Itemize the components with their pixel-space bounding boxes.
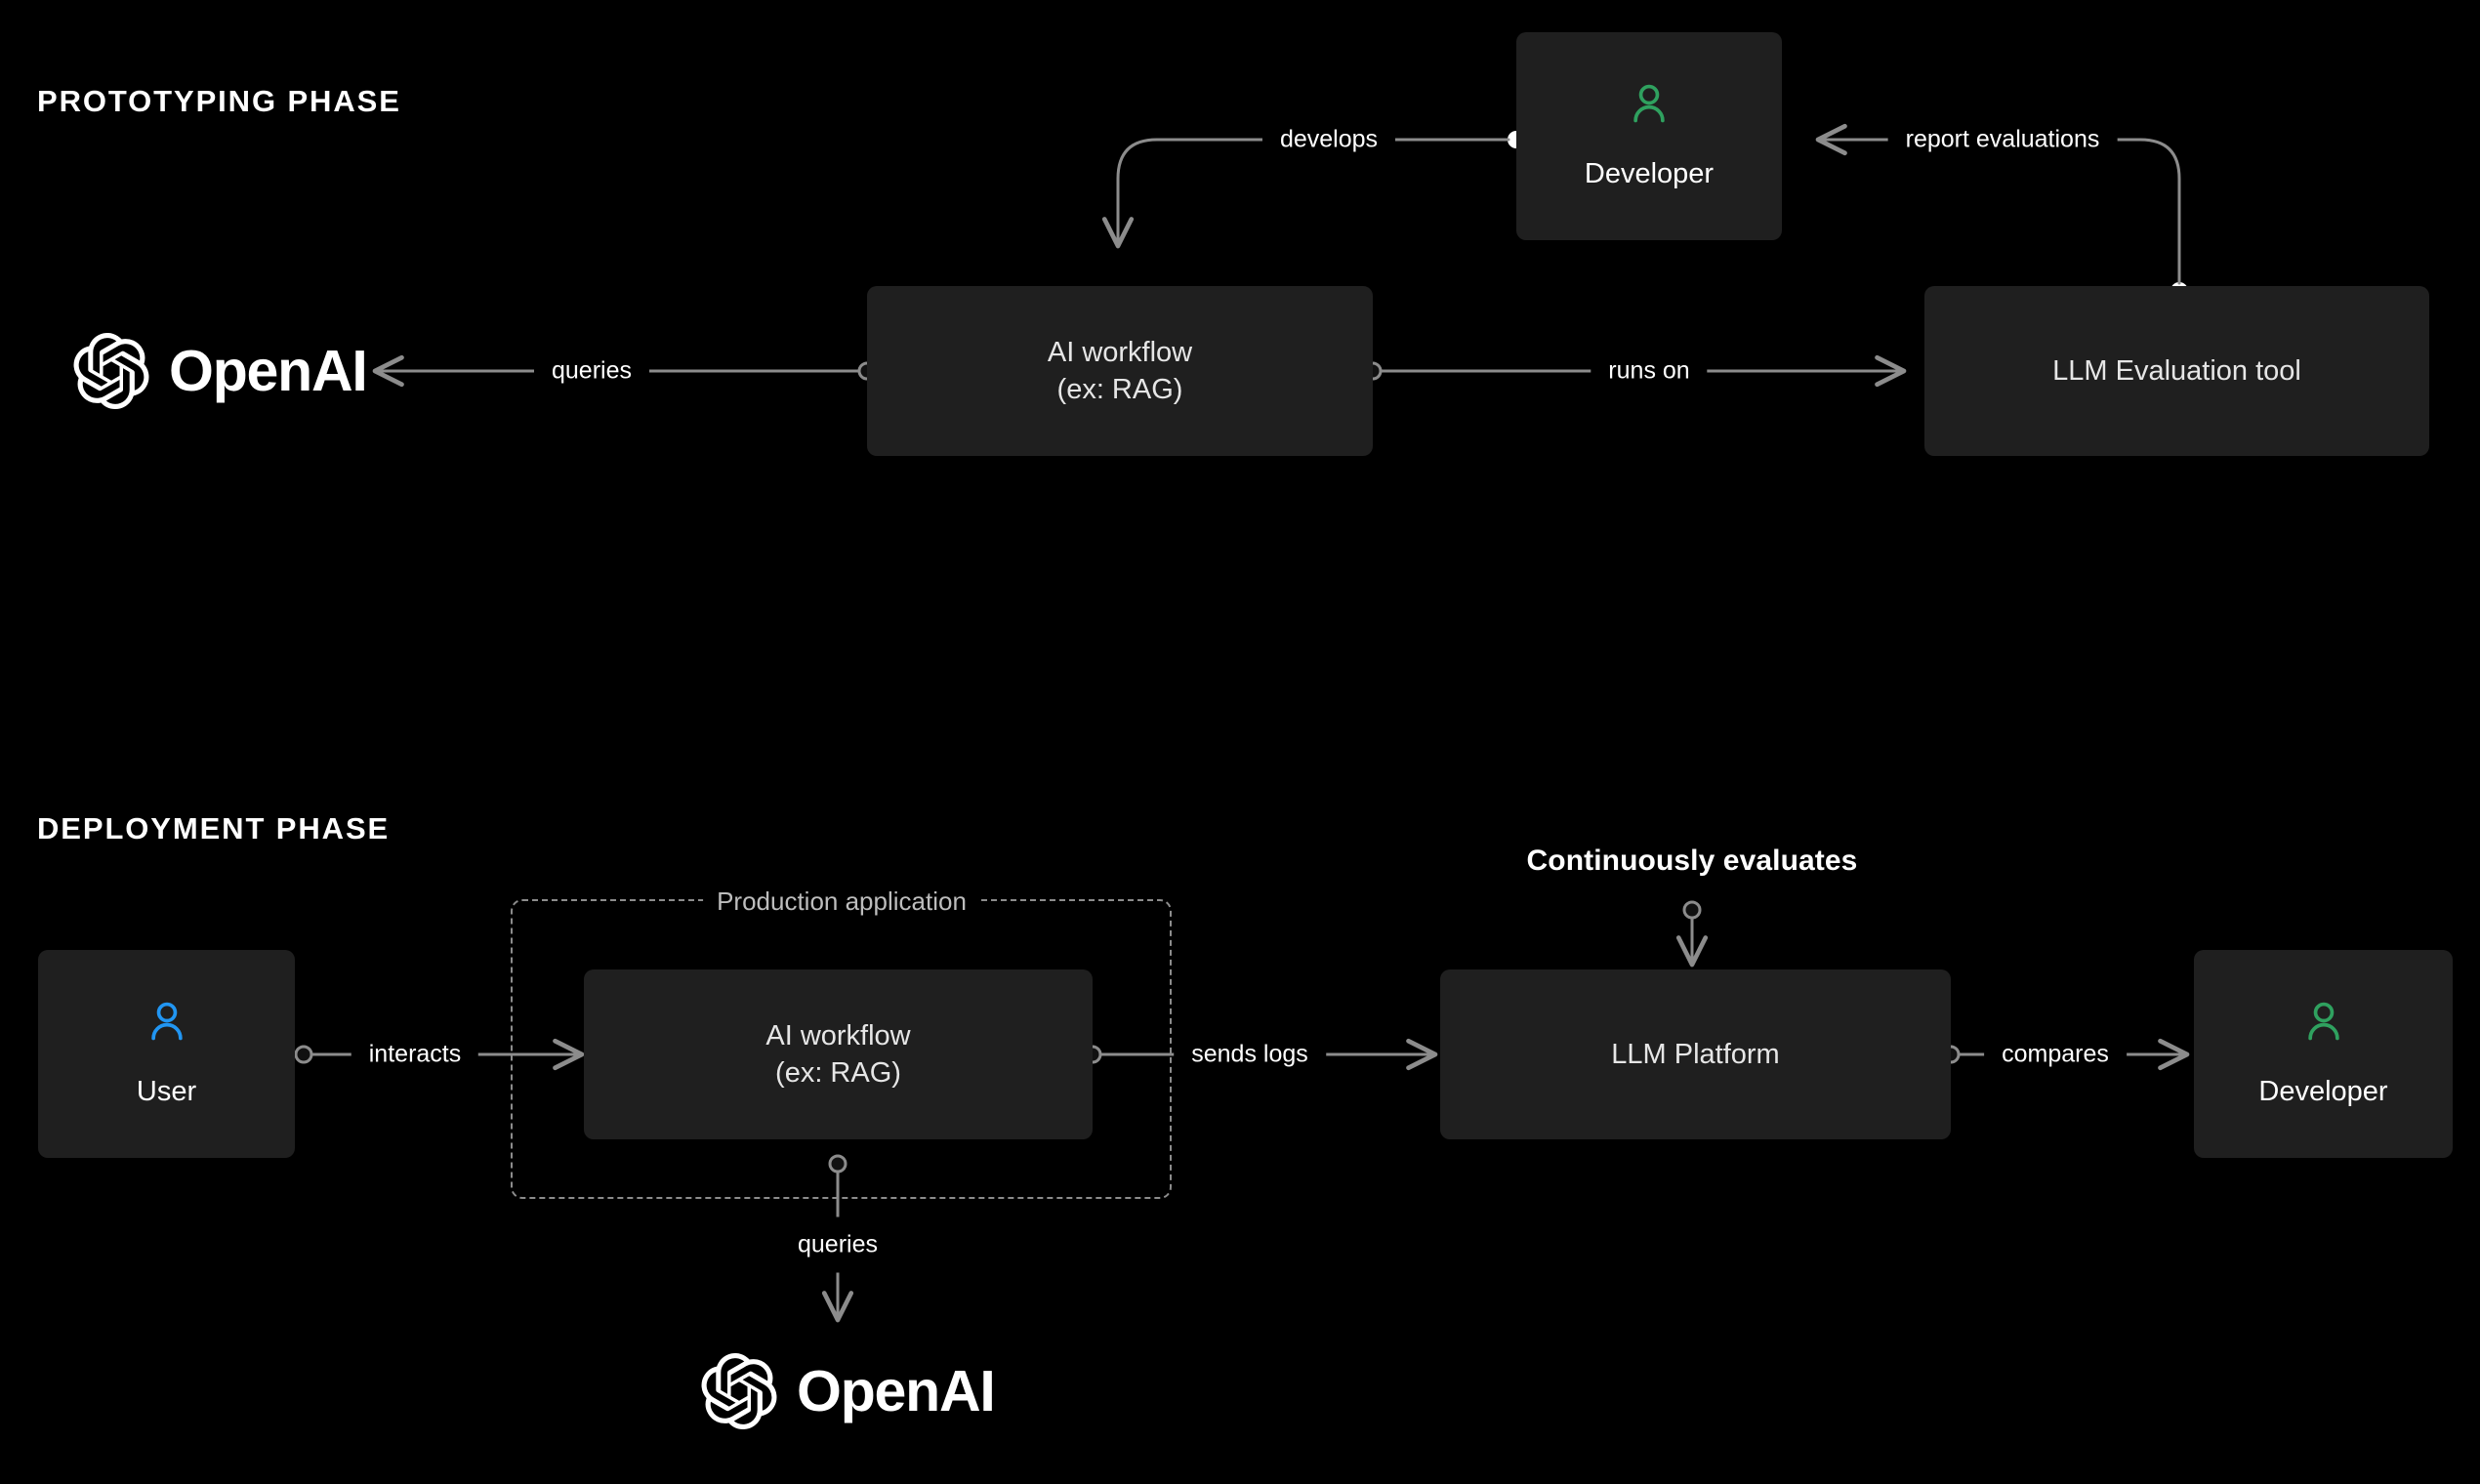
node-developer-deployment[interactable]: Developer xyxy=(2194,950,2453,1158)
phase-heading-deployment: DEPLOYMENT PHASE xyxy=(37,811,391,845)
node-developer-prototyping-label: Developer xyxy=(1584,158,1715,190)
edge-label-develops: develops xyxy=(1261,111,1396,168)
openai-logo-icon xyxy=(73,333,149,410)
edge-label-continuously-evaluates: Continuously evaluates xyxy=(1516,841,1868,882)
edge-label-report-evaluations: report evaluations xyxy=(1887,111,2118,168)
node-llm-evaluation-tool-label: LLM Evaluation tool xyxy=(2052,354,2301,387)
edge-label-compares: compares xyxy=(1984,1026,2127,1083)
openai-wordmark-bottom: OpenAI xyxy=(797,1358,996,1423)
node-llm-evaluation-tool[interactable]: LLM Evaluation tool xyxy=(1924,286,2429,456)
person-icon xyxy=(1633,85,1665,123)
node-ai-workflow-prototyping-label: AI workflow (ex: RAG) xyxy=(1047,336,1193,405)
person-icon xyxy=(2307,1003,2339,1041)
openai-logo-icon xyxy=(701,1353,777,1430)
edge-label-queries-top: queries xyxy=(534,343,649,399)
edge-label-runs-on: runs on xyxy=(1591,343,1708,399)
edge-continuously-evaluates xyxy=(1675,900,1709,968)
edge-label-sends-logs: sends logs xyxy=(1174,1026,1326,1083)
openai-wordmark-top: OpenAI xyxy=(169,338,368,403)
phase-heading-prototyping: PROTOTYPING PHASE xyxy=(37,84,401,118)
person-icon xyxy=(150,1003,183,1041)
node-user-label: User xyxy=(136,1076,197,1108)
node-llm-platform[interactable]: LLM Platform xyxy=(1440,969,1951,1139)
node-llm-platform-label: LLM Platform xyxy=(1611,1038,1780,1070)
node-developer-prototyping[interactable]: Developer xyxy=(1516,32,1782,240)
group-production-application-title: Production application xyxy=(703,883,980,920)
node-ai-workflow-deployment[interactable]: AI workflow (ex: RAG) xyxy=(584,969,1093,1139)
node-ai-workflow-deployment-label: AI workflow (ex: RAG) xyxy=(765,1019,911,1089)
node-user[interactable]: User xyxy=(38,950,295,1158)
node-ai-workflow-prototyping[interactable]: AI workflow (ex: RAG) xyxy=(867,286,1373,456)
node-developer-deployment-label: Developer xyxy=(2258,1076,2388,1108)
openai-brand-top: OpenAI xyxy=(73,332,368,410)
edge-label-interacts: interacts xyxy=(351,1026,479,1083)
edge-label-queries-bottom: queries xyxy=(780,1216,895,1273)
openai-brand-bottom: OpenAI xyxy=(701,1352,996,1430)
